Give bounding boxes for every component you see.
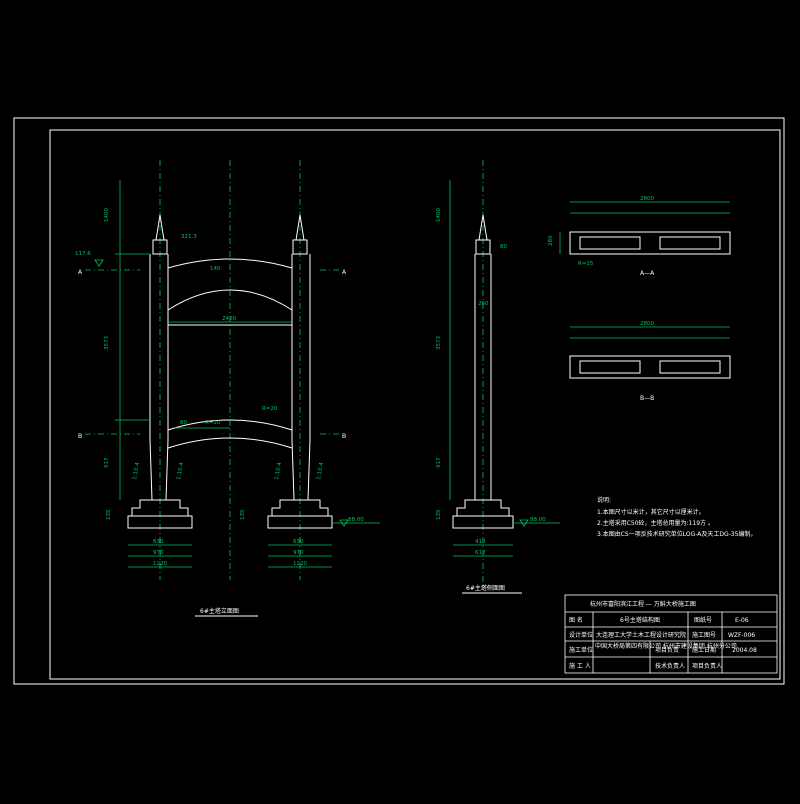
title-block-frame [564,594,778,674]
tb-r0-label2: 图纸号 [694,616,712,624]
side-base-1: 410 [475,539,486,545]
left-finial-base [152,239,168,255]
section-a-right: A [342,269,347,276]
left-slope-label-2: 1:10.4 [274,461,283,480]
right-slope-label: 1:10.4 [176,461,185,480]
tb-r1-value: 大连理工大学土木工程设计研究院 [596,631,686,639]
bb-outline [569,355,731,379]
cap-dim-left: 135 [106,509,112,520]
title-block: 杭州市富阳滨江工程 — 万斛大桥施工图 图 名 6号主塔结构图 图纸号 E-06… [564,594,778,674]
section-aa: 2800 280 R=15 A—A [548,196,731,277]
note-2: 2.主塔采用C50砼，主塔总用量为:119方 。 [597,519,714,527]
base-b2: 970 [153,550,164,556]
side-base-2: 610 [475,550,486,556]
tb-r2-label3: 施工日期 [692,646,716,654]
base-b1: 630 [153,539,164,545]
left-slope-label: 1:10.4 [132,461,141,480]
tb-r3-label3: 项目负责人 [692,662,722,670]
r-note-label: R=20 [262,406,278,412]
section-b-left: B [78,433,82,440]
dim-lower-height: 917 [104,457,110,468]
note-1: 1.本图尺寸以米计，其它尺寸以厘米计。 [597,508,705,516]
r-note-label-2: R=20 [205,420,221,426]
right-footing-slab [267,515,333,529]
arch-span-label: 2400 [222,316,236,322]
upper-arch-bottom [167,289,293,311]
bb-caption: B—B [640,395,654,402]
small-dim-1: 140 [210,266,221,272]
tb-r2-value3: 2004.08 [732,647,757,654]
notes-block: 说明: 1.本图尺寸以米计，其它尺寸以厘米计。 2.主塔采用C50砼，主塔总用量… [597,496,756,538]
side-dim-mid: 3573 [436,336,442,350]
right-finial-base [292,239,308,255]
aa-note: R=15 [578,261,594,267]
elevation-view: 1400 3573 917 117.6 321.3 2400 140 80 R=… [75,160,380,617]
level-marker-top [94,259,104,267]
aa-height: 280 [548,235,554,246]
outer-border [13,117,785,685]
left-footing-slab [127,515,193,529]
side-small-2: 260 [478,301,489,307]
cap-dim-right: 135 [240,509,246,520]
bb-cell-left [579,360,641,374]
base-b3: 1220 [153,561,167,567]
dim-top-height: 1400 [104,208,110,222]
base-c1: 630 [293,539,304,545]
tb-r1-label: 设计单位 [569,631,593,639]
notes-title: 说明: [597,496,611,504]
right-slope-label-2: 1:10.4 [316,461,325,480]
tb-project: 杭州市富阳滨江工程 — 万斛大桥施工图 [590,600,696,608]
tb-r2-value: 中国大桥局第四有限公司 杭州市建设集团 杭州分公司 [595,642,737,650]
bb-total: 2800 [640,321,654,327]
aa-outline [569,231,731,255]
aa-total: 2800 [640,196,654,202]
tb-r2-label: 施工单位 [569,646,593,654]
tb-r1-value2: WZF-006 [728,632,755,639]
small-dim-2: 80 [180,420,187,426]
section-bb: 2800 B—B [569,321,731,402]
side-dim-top: 1400 [436,208,442,222]
note-3: 3.本图由CS一项反技术研究单位LOG-A及天工DG-35编制。 [597,530,756,538]
left-leg-lower [149,439,169,501]
side-view: 1400 3573 917 80 260 135 410 610 88.00 6… [436,160,560,594]
aa-caption: A—A [640,270,655,277]
tb-r0-value2: E-06 [735,617,749,624]
side-finial-base [475,239,491,255]
inner-border [49,129,781,680]
side-small-1: 80 [500,244,507,250]
tb-r3-label: 施 工 人 [569,662,591,670]
arch-top-label: 321.3 [181,234,197,240]
side-caption: 6#主塔侧面图 [466,584,505,592]
right-leg-lower [291,439,311,501]
elevation-caption: 6#主塔立面图 [200,607,239,615]
tb-r3-label2: 技术负责人 [655,662,685,670]
section-a-left: A [78,269,83,276]
level-base-label: 88.00 [348,517,364,523]
level-top-label: 117.6 [75,251,91,257]
lower-arch-bottom [167,437,293,449]
base-c3: 1220 [293,561,307,567]
lower-arch-top [167,419,293,431]
side-level-label: 88.00 [530,517,546,523]
tb-r2-label2: 项目负责 [655,646,679,654]
tb-r0-value: 6号主塔结构图 [620,616,660,624]
base-c2: 970 [293,550,304,556]
aa-cell-right [659,236,721,250]
section-b-right: B [342,433,346,440]
upper-arch-top [167,258,293,269]
side-dim-lower: 917 [436,457,442,468]
tb-r1-label2: 施工图号 [692,631,716,639]
bb-cell-right [659,360,721,374]
aa-cell-left [579,236,641,250]
side-small-3: 135 [436,509,442,520]
dim-mid-height: 3573 [104,336,110,350]
side-footing-slab [452,515,514,529]
tb-r0-label: 图 名 [569,616,583,624]
